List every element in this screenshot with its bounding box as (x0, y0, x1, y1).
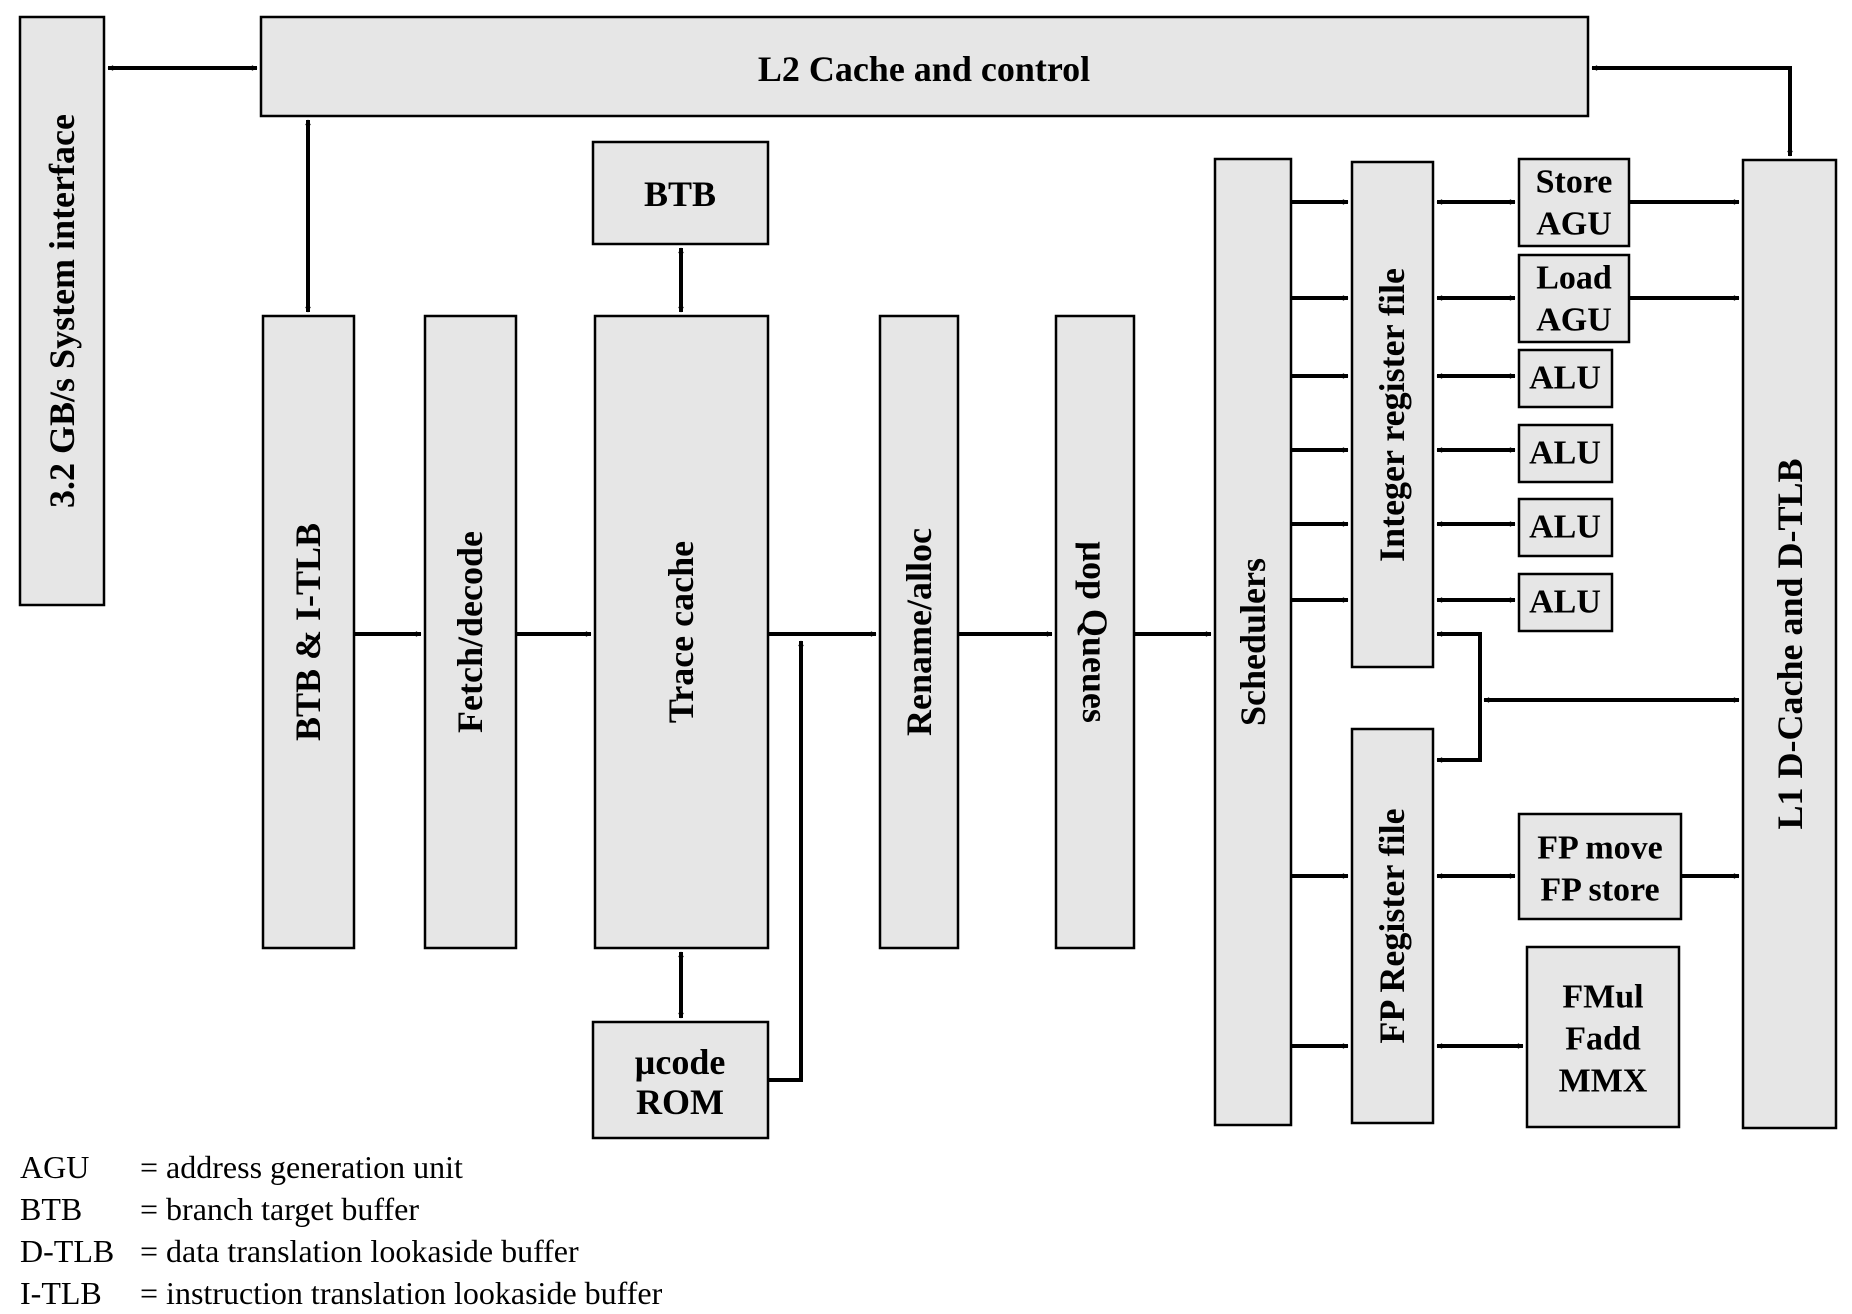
fetch-decode-label: Fetch/decode (450, 531, 490, 733)
store-agu-label-line1: Store (1536, 164, 1613, 201)
schedulers-label: Schedulers (1233, 558, 1273, 726)
trace-cache-label: Trace cache (661, 541, 701, 723)
rename-alloc-label: Rename/alloc (899, 528, 939, 736)
btb-itlb-block: BTB & I-TLB (261, 314, 356, 950)
l2-l1-arrow (1591, 65, 1793, 157)
btb-label: BTB (644, 174, 716, 214)
alu-block: ALU (1517, 423, 1614, 484)
store-agu-block: Store AGU (1517, 157, 1631, 248)
load-agu-block: Load AGU (1517, 253, 1631, 344)
int-regfile-bus-arrow (1436, 631, 1482, 763)
ucode-to-rename-arrow (768, 640, 804, 1082)
fmul-label-line3: MMX (1559, 1063, 1648, 1100)
alu-block: ALU (1517, 348, 1614, 409)
system-interface-label: 3.2 GB/s System interface (42, 114, 82, 508)
alu-label: ALU (1529, 509, 1601, 546)
integer-register-file-block: Integer register file (1350, 160, 1435, 669)
ucode-rom-label-line1: µcode (635, 1042, 726, 1082)
legend-definition: = data translation lookaside buffer (140, 1233, 579, 1269)
fetch-decode-block: Fetch/decode (423, 314, 518, 950)
load-agu-label-line1: Load (1536, 260, 1612, 297)
schedulers-block: Schedulers (1213, 157, 1293, 1127)
btb-itlb-label: BTB & I-TLB (288, 523, 328, 741)
integer-register-file-label: Integer register file (1372, 268, 1412, 562)
alu-block: ALU (1517, 572, 1614, 633)
legend-abbr: D-TLB (20, 1233, 114, 1269)
rename-alloc-block: Rename/alloc (878, 314, 960, 950)
fp-move-label-line2: FP store (1540, 872, 1659, 909)
fmul-label-line1: FMul (1562, 979, 1643, 1016)
fp-move-store-block: FP move FP store (1517, 812, 1683, 921)
ucode-rom-label-line2: ROM (636, 1082, 724, 1122)
system-interface-block: 3.2 GB/s System interface (18, 15, 106, 607)
fp-register-file-block: FP Register file (1350, 727, 1435, 1125)
legend-definition: = branch target buffer (140, 1191, 419, 1227)
alu-label: ALU (1529, 584, 1601, 621)
uop-queues-block: µop Queues (1054, 314, 1136, 950)
alu-label: ALU (1529, 360, 1601, 397)
alu-block: ALU (1517, 497, 1614, 558)
legend-abbr: AGU (20, 1149, 89, 1185)
legend-abbr: I-TLB (20, 1275, 102, 1311)
trace-cache-block: Trace cache (593, 314, 770, 950)
fp-register-file-label: FP Register file (1372, 808, 1412, 1043)
fmul-fadd-mmx-block: FMul Fadd MMX (1525, 945, 1681, 1129)
legend-definition: = instruction translation lookaside buff… (140, 1275, 663, 1311)
l2-cache-block: L2 Cache and control (259, 15, 1590, 118)
l1-dcache-block: L1 D-Cache and D-TLB (1741, 158, 1838, 1130)
l2-cache-label: L2 Cache and control (758, 49, 1090, 89)
legend-definition: = address generation unit (140, 1149, 463, 1185)
l1-dcache-label: L1 D-Cache and D-TLB (1770, 458, 1810, 829)
load-agu-label-line2: AGU (1536, 302, 1612, 339)
uop-queues-label: µop Queues (1075, 541, 1115, 723)
fp-move-label-line1: FP move (1537, 830, 1663, 867)
legend: AGU = address generation unit BTB = bran… (20, 1149, 663, 1311)
fmul-label-line2: Fadd (1565, 1021, 1641, 1058)
btb-block: BTB (591, 140, 770, 246)
alu-label: ALU (1529, 435, 1601, 472)
ucode-rom-block: µcode ROM (591, 1020, 770, 1140)
store-agu-label-line2: AGU (1536, 206, 1612, 243)
legend-abbr: BTB (20, 1191, 82, 1227)
